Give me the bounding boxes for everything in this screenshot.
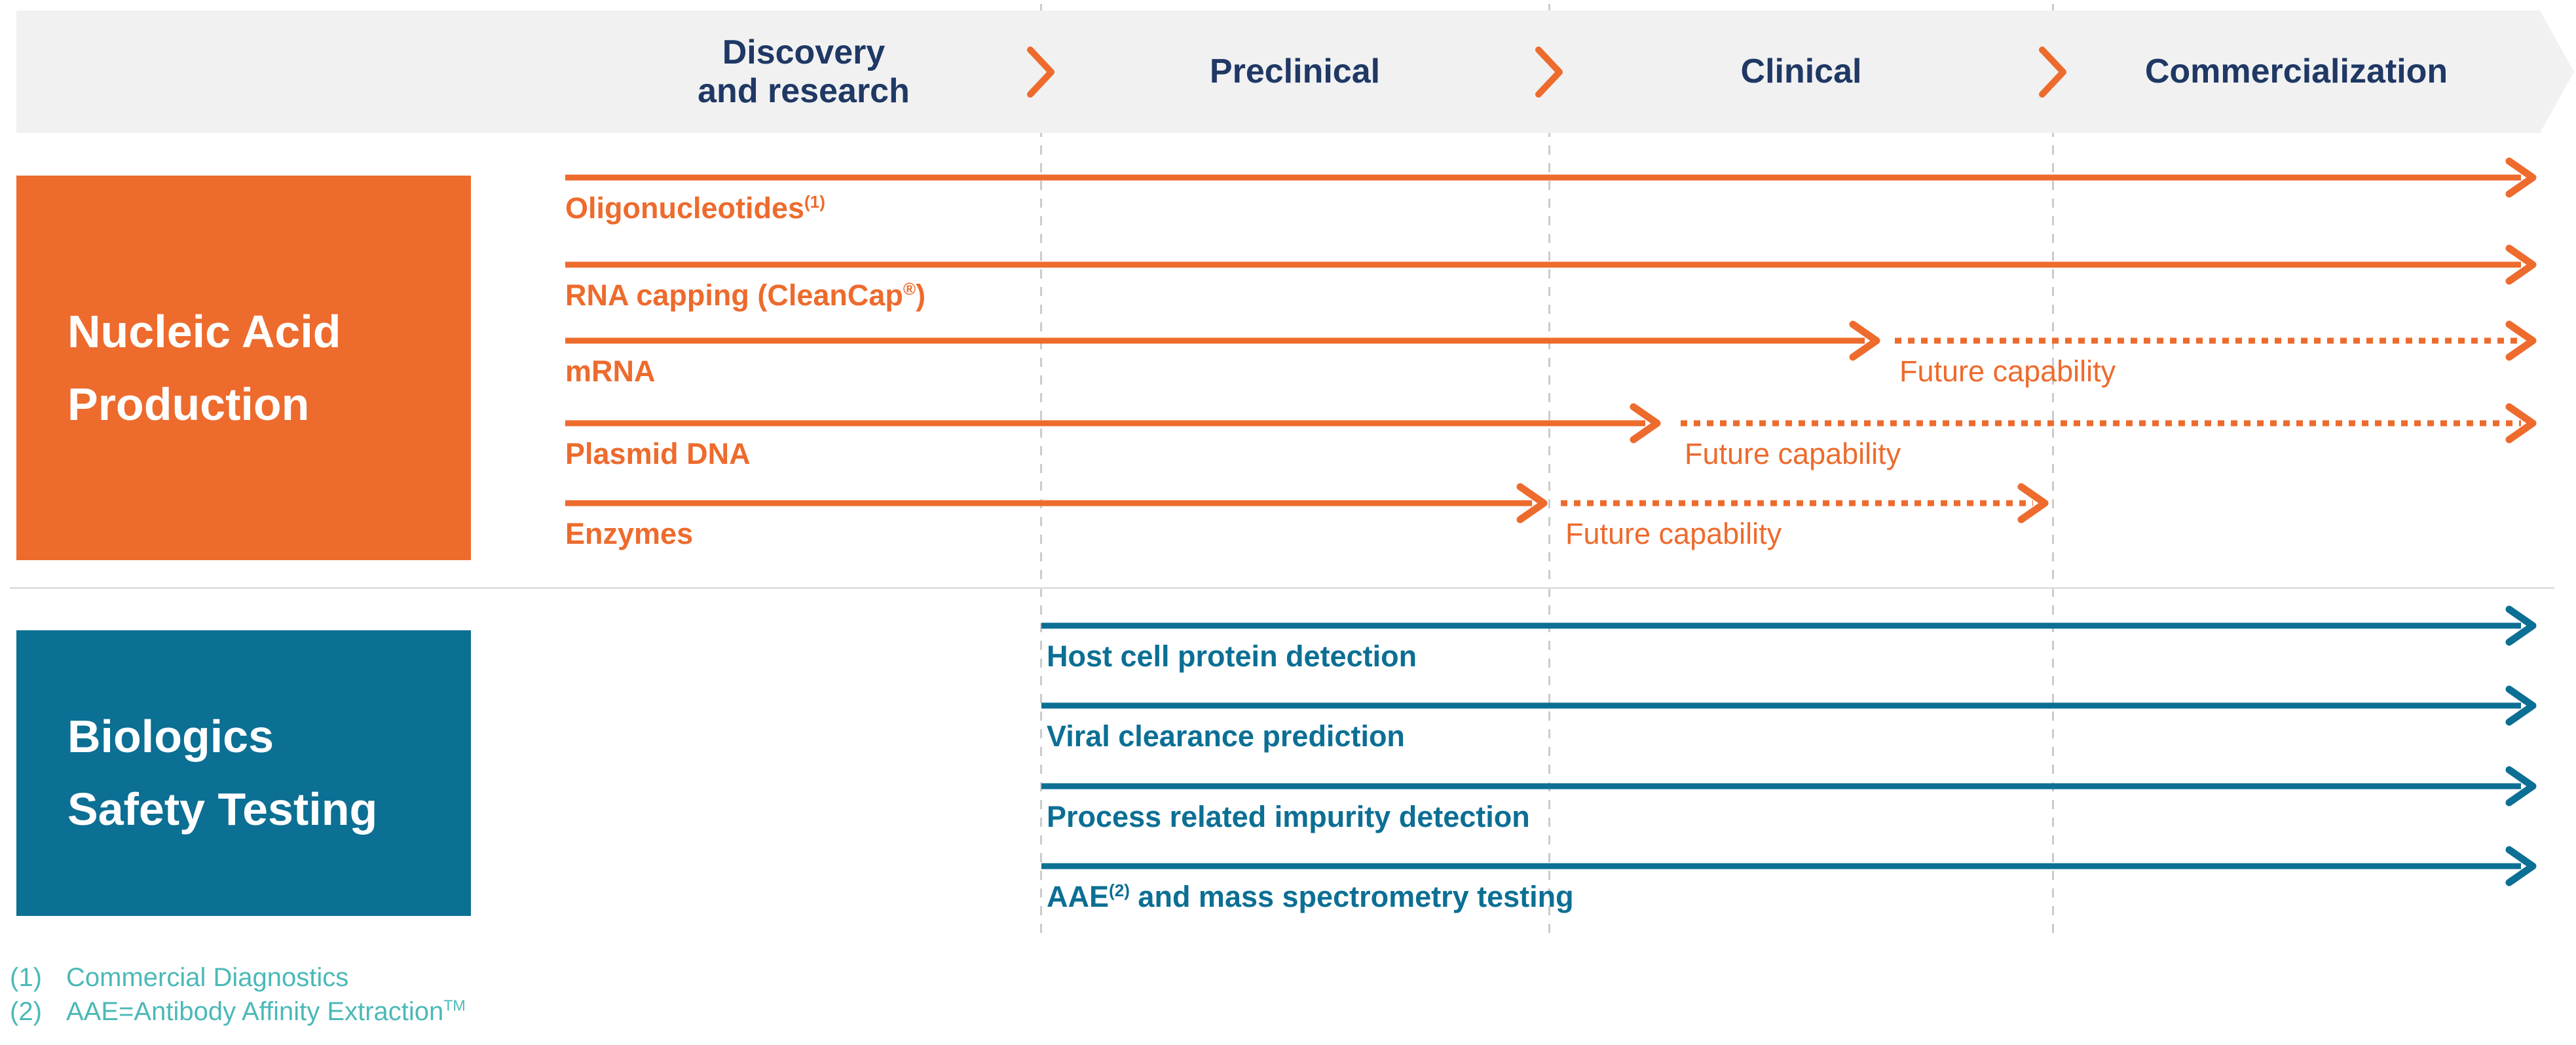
- solid-capability-arrow: [565, 403, 1661, 444]
- solid-capability-arrow: [1041, 766, 2537, 807]
- label-text: Oligonucleotides: [565, 191, 805, 225]
- footnote-text: Commercial Diagnostics: [66, 963, 348, 992]
- category-box-nucleic-acid-production: Nucleic Acid Production: [16, 176, 471, 560]
- dotted-future-arrow: [1681, 403, 2537, 444]
- footnote-number: (1): [10, 963, 42, 992]
- label-text: Plasmid DNA: [565, 437, 751, 470]
- label-text: AAE: [1047, 880, 1110, 913]
- label-text: AAE=Antibody Affinity Extraction: [66, 997, 444, 1026]
- dotted-future-arrow: [1561, 483, 2049, 523]
- capability-label: Oligonucleotides(1): [565, 192, 825, 225]
- chevron-right-icon: [2039, 47, 2066, 98]
- dashed-column-divider: [1040, 4, 1042, 941]
- capability-label: Enzymes: [565, 518, 693, 550]
- label-text: Process related impurity detection: [1047, 800, 1530, 833]
- phase-label-clinical: Clinical: [1740, 52, 1862, 91]
- label-text: and mass spectrometry testing: [1129, 880, 1574, 913]
- solid-capability-arrow: [1041, 846, 2537, 886]
- capability-label: Plasmid DNA: [565, 438, 751, 470]
- footnote-text: AAE=Antibody Affinity ExtractionTM: [66, 997, 466, 1026]
- capability-label: Host cell protein detection: [1047, 640, 1417, 673]
- label-superscript: (2): [1109, 881, 1130, 900]
- label-superscript: (1): [804, 192, 825, 212]
- dashed-column-divider: [2052, 4, 2054, 941]
- phase-label-commercialization: Commercialization: [2144, 52, 2448, 91]
- future-capability-label: Future capability: [1565, 517, 1782, 550]
- footnote-line: (1) Commercial Diagnostics: [10, 962, 348, 993]
- label-text: Viral clearance prediction: [1047, 719, 1405, 753]
- section-separator-line: [10, 587, 2554, 589]
- solid-capability-arrow: [1041, 685, 2537, 726]
- label-text: ): [916, 278, 926, 312]
- label-text: Commercial Diagnostics: [66, 963, 349, 992]
- phase-label-preclinical: Preclinical: [1209, 52, 1381, 91]
- category-box-biologics-safety-testing: Biologics Safety Testing: [16, 630, 471, 916]
- solid-capability-arrow: [565, 483, 1548, 523]
- footnote-number: (2): [10, 997, 42, 1026]
- label-superscript: TM: [443, 997, 466, 1014]
- label-superscript: ®: [903, 279, 916, 299]
- capability-label: AAE(2) and mass spectrometry testing: [1047, 881, 1574, 913]
- footnote-line: (2) AAE=Antibody Affinity ExtractionTM: [10, 996, 466, 1027]
- capability-label: mRNA: [565, 355, 656, 388]
- dashed-column-divider: [1548, 4, 1550, 941]
- chevron-right-icon: [1535, 47, 1563, 98]
- label-text: mRNA: [565, 354, 656, 388]
- capability-label: RNA capping (CleanCap®): [565, 279, 925, 312]
- chevron-right-icon: [1027, 47, 1055, 98]
- solid-capability-arrow: [565, 320, 1880, 361]
- dotted-future-arrow: [1895, 320, 2537, 361]
- future-capability-label: Future capability: [1685, 437, 1901, 470]
- label-text: RNA capping (CleanCap: [565, 278, 903, 312]
- solid-capability-arrow: [1041, 605, 2537, 646]
- phase-header-band: [16, 10, 2574, 133]
- phase-label-discovery-and-research: Discovery and research: [698, 33, 910, 110]
- capability-label: Process related impurity detection: [1047, 801, 1530, 833]
- label-text: Enzymes: [565, 517, 694, 550]
- label-text: Host cell protein detection: [1047, 639, 1417, 673]
- capability-label: Viral clearance prediction: [1047, 720, 1405, 753]
- future-capability-label: Future capability: [1899, 354, 2116, 388]
